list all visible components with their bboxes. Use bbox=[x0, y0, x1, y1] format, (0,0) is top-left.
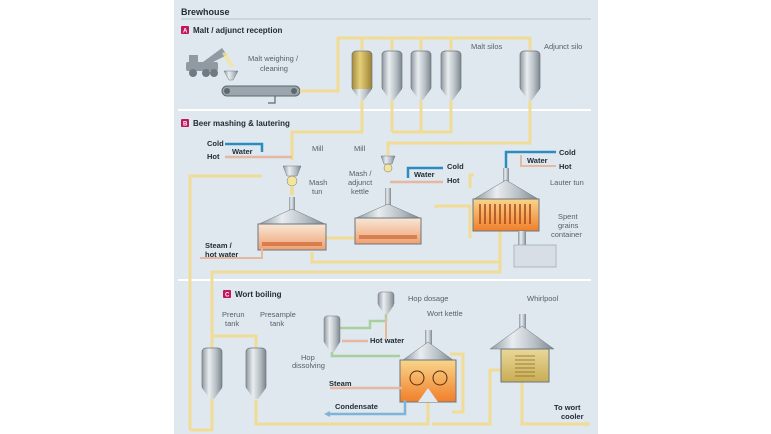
cold-label-3: Cold bbox=[559, 148, 576, 157]
hop-dosage-vessel bbox=[377, 291, 395, 314]
malt-pour bbox=[222, 52, 234, 67]
mash-tun-label-2: tun bbox=[312, 187, 322, 196]
presample-label-2: tank bbox=[270, 319, 284, 328]
presample-label-1: Presample bbox=[260, 310, 296, 319]
cold-label-2: Cold bbox=[447, 162, 464, 171]
to-cooler-label-1: To wort bbox=[554, 403, 581, 412]
adjunct-silo-label: Adjunct silo bbox=[544, 42, 582, 51]
section-b-title: Beer mashing & lautering bbox=[193, 119, 290, 128]
mill-1 bbox=[282, 165, 302, 195]
section-a-title: Malt / adjunct reception bbox=[193, 26, 282, 35]
steam-label: Steam bbox=[329, 379, 352, 388]
malt-silo-2 bbox=[381, 50, 403, 100]
section-a: A Malt / adjunct reception Malt weighing… bbox=[181, 26, 582, 104]
dump-truck-icon bbox=[186, 48, 227, 77]
prerun-label-2: tank bbox=[225, 319, 239, 328]
spent-grains-label-2: grains bbox=[558, 221, 579, 230]
malt-silo-3 bbox=[410, 50, 432, 100]
mash-adjunct-kettle bbox=[354, 188, 422, 245]
section-a-badge-letter: A bbox=[183, 29, 188, 35]
mill-2 bbox=[380, 155, 396, 173]
mash-kettle-label-2: adjunct bbox=[348, 178, 373, 187]
spent-grains-label-3: container bbox=[551, 230, 582, 239]
malt-silos-label: Malt silos bbox=[471, 42, 503, 51]
adjunct-silo bbox=[519, 50, 541, 100]
hop-dissolving-label-2: dissolving bbox=[292, 361, 325, 370]
mash-tun bbox=[257, 197, 327, 251]
spent-grains-container bbox=[513, 244, 557, 268]
malt-silo-1 bbox=[351, 50, 373, 100]
section-c-title: Wort boiling bbox=[235, 290, 282, 299]
water-label-3: Water bbox=[527, 156, 548, 165]
condensate-arrow-icon bbox=[324, 411, 330, 417]
section-c-badge-letter: C bbox=[225, 293, 230, 299]
to-cooler-label-2: cooler bbox=[561, 412, 584, 421]
section-c: C Wort boiling Prerun tank Presample tan… bbox=[190, 290, 591, 432]
lauter-tun-label: Lauter tun bbox=[550, 178, 584, 187]
water-label-2: Water bbox=[414, 170, 435, 179]
to-cooler-arrow-icon bbox=[585, 421, 591, 427]
hop-pipe bbox=[337, 314, 388, 330]
malt-pipes bbox=[300, 36, 532, 93]
mash-tun-label-1: Mash bbox=[309, 178, 327, 187]
diagram-title: Brewhouse bbox=[181, 7, 230, 17]
prerun-label-1: Prerun bbox=[222, 310, 245, 319]
hot-label-3: Hot bbox=[559, 162, 572, 171]
weighing-label-2: cleaning bbox=[260, 64, 288, 73]
cold-water-pipe-3 bbox=[504, 150, 556, 170]
whirlpool bbox=[489, 314, 555, 383]
wort-kettle-label: Wort kettle bbox=[427, 309, 463, 318]
conveyor-belt-icon bbox=[221, 85, 301, 97]
condensate-label: Condensate bbox=[335, 402, 378, 411]
cold-water-pipe-2 bbox=[406, 166, 443, 178]
whirlpool-label: Whirlpool bbox=[527, 294, 559, 303]
mash-kettle-label-1: Mash / bbox=[349, 169, 372, 178]
hot-water-pipe-3 bbox=[520, 155, 556, 167]
weighing-label-1: Malt weighing / bbox=[248, 54, 299, 63]
condensate-pipe bbox=[330, 400, 407, 416]
lauter-tun bbox=[472, 168, 540, 245]
mill-2-label: Mill bbox=[354, 144, 366, 153]
hop-dissolving-vessel bbox=[323, 315, 341, 352]
steam-hot-water-label-1: Steam / bbox=[205, 241, 233, 250]
mash-kettle-label-3: kettle bbox=[351, 187, 369, 196]
wort-pipes bbox=[190, 334, 585, 432]
hot-label-1: Hot bbox=[207, 152, 220, 161]
water-label-1: Water bbox=[232, 147, 253, 156]
spent-grains-label-1: Spent bbox=[558, 212, 579, 221]
section-b-badge-letter: B bbox=[183, 122, 188, 128]
presample-tank bbox=[245, 347, 267, 399]
cold-label-1: Cold bbox=[207, 139, 224, 148]
discharge-arrow-icon bbox=[268, 96, 276, 104]
hot-label-2: Hot bbox=[447, 176, 460, 185]
malt-silo-4 bbox=[440, 50, 462, 100]
hot-water-label: Hot water bbox=[370, 336, 404, 345]
section-b-badge bbox=[181, 119, 189, 127]
hop-dosage-label: Hop dosage bbox=[408, 294, 448, 303]
hop-dissolving-label-1: Hop bbox=[301, 353, 315, 362]
prerun-tank bbox=[201, 347, 223, 399]
section-a-badge bbox=[181, 26, 189, 34]
mill-1-label: Mill bbox=[312, 144, 324, 153]
steam-hot-water-label-2: hot water bbox=[205, 250, 238, 259]
hop-to-kettle-pipe bbox=[330, 352, 400, 358]
section-c-badge bbox=[223, 290, 231, 298]
weighing-hopper-icon bbox=[223, 70, 239, 81]
cold-water-pipe-1 bbox=[225, 142, 264, 152]
wort-kettle bbox=[399, 330, 457, 403]
steam-pipe bbox=[200, 248, 263, 259]
